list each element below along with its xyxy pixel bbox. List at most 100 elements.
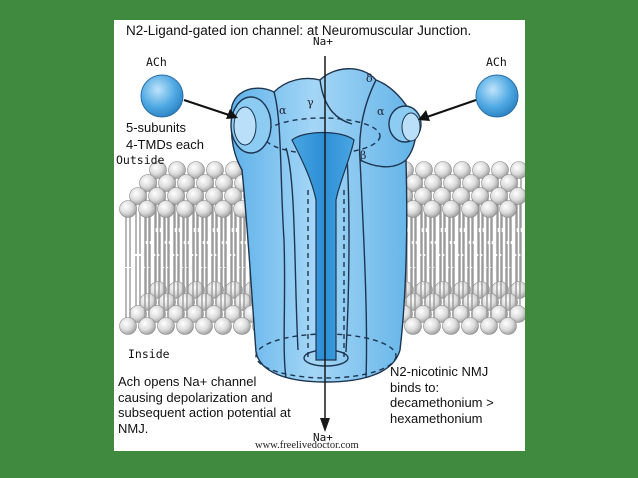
phospholipid: [442, 200, 460, 267]
phospholipid: [214, 200, 232, 267]
phospholipid: [404, 200, 422, 267]
phospholipid: [462, 244, 480, 311]
binding-description: N2-nicotinic NMJ binds to: decamethonium…: [390, 364, 494, 426]
phospholipid: [414, 256, 432, 323]
phospholipid: [129, 187, 147, 254]
channel-diagram: [119, 56, 525, 432]
phospholipid: [490, 256, 508, 323]
phospholipid: [168, 232, 186, 299]
tmds-label: 4-TMDs each: [126, 137, 205, 152]
phospholipid: [424, 244, 442, 311]
subunit-divider: [319, 79, 353, 125]
phospholipid: [442, 268, 460, 335]
ach-ligand-right: [475, 74, 519, 118]
ion-flow-arrow: [320, 56, 330, 432]
phospholipid: [510, 232, 525, 299]
phospholipid: [233, 268, 251, 335]
phospholipid: [215, 244, 233, 311]
phospholipid: [423, 200, 441, 267]
phospholipid: [461, 200, 479, 267]
subunit-label-alpha-right: α: [377, 105, 385, 118]
ligand-label-left: ACh: [146, 55, 167, 69]
phospholipid: [149, 232, 167, 299]
inside-label: Inside: [128, 347, 170, 361]
phospholipid: [423, 268, 441, 335]
phospholipid: [196, 244, 214, 311]
subunit-label-beta: β: [360, 149, 367, 162]
ion-label-bottom: Na+: [313, 431, 333, 444]
phospholipid: [471, 256, 489, 323]
subunit-label-delta: δ: [366, 72, 373, 85]
phospholipid: [224, 256, 242, 323]
subunit-label-gamma: γ: [307, 96, 314, 109]
phospholipid: [480, 268, 498, 335]
ion-channel: [230, 68, 422, 383]
phospholipid: [471, 187, 489, 254]
phospholipid: [167, 187, 185, 254]
phospholipid: [415, 232, 433, 299]
phospholipid: [206, 232, 224, 299]
phospholipid: [480, 200, 498, 267]
subunit-divider: [359, 159, 407, 168]
phospholipid: [452, 187, 470, 254]
phospholipid: [414, 187, 432, 254]
phospholipid: [433, 256, 451, 323]
phospholipid: [186, 256, 204, 323]
outside-label: Outside: [116, 153, 165, 167]
phospholipid: [452, 256, 470, 323]
phospholipid: [176, 200, 194, 267]
phospholipid: [186, 187, 204, 254]
watermark: www.freelivedoctor.com: [255, 440, 359, 451]
phospholipid: [119, 268, 137, 335]
diagram-panel: α γ δ α β N2-Ligand-gated ion channel: a…: [114, 20, 525, 451]
phospholipid: [461, 268, 479, 335]
phospholipid: [224, 187, 242, 254]
ligand-label-right: ACh: [486, 55, 507, 69]
phospholipid: [148, 187, 166, 254]
binding-pocket-right-inner: [401, 112, 421, 142]
phospholipid: [499, 268, 517, 335]
subunit-divider: [358, 79, 377, 379]
subunit-divider: [285, 147, 299, 351]
action-description: Ach opens Na+ channel causing depolariza…: [118, 374, 291, 436]
phospholipid: [187, 232, 205, 299]
phospholipid: [490, 187, 508, 254]
phospholipid: [176, 268, 194, 335]
phospholipid: [148, 256, 166, 323]
channel-bottom-rim: [255, 333, 397, 379]
phospholipid: [234, 244, 252, 311]
phospholipid: [405, 244, 423, 311]
phospholipid: [205, 187, 223, 254]
phospholipid: [129, 256, 147, 323]
binding-pocket-left-inner: [233, 106, 257, 146]
phospholipid: [225, 232, 243, 299]
phospholipid: [139, 244, 157, 311]
ion-label-top: Na+: [313, 35, 333, 48]
subunits-label: 5-subunits: [126, 120, 186, 135]
phospholipid: [214, 268, 232, 335]
phospholipid: [404, 268, 422, 335]
phospholipid: [481, 244, 499, 311]
pore: [291, 131, 355, 361]
phospholipid: [443, 244, 461, 311]
phospholipid: [433, 187, 451, 254]
diagram-title: N2-Ligand-gated ion channel: at Neuromus…: [126, 23, 472, 38]
binding-arrow-right: [418, 99, 477, 121]
phospholipid: [509, 256, 525, 323]
phospholipid: [138, 200, 156, 267]
ach-ligand-left: [140, 74, 184, 118]
phospholipid: [195, 200, 213, 267]
phospholipid: [177, 244, 195, 311]
phospholipid: [138, 268, 156, 335]
phospholipid: [491, 232, 509, 299]
phospholipid: [157, 200, 175, 267]
phospholipid: [119, 200, 137, 267]
phospholipid: [195, 268, 213, 335]
phospholipid: [500, 244, 518, 311]
phospholipid: [472, 232, 490, 299]
subunit-label-alpha-left: α: [279, 104, 287, 117]
phospholipid: [499, 200, 517, 267]
phospholipid: [158, 244, 176, 311]
phospholipid: [157, 268, 175, 335]
